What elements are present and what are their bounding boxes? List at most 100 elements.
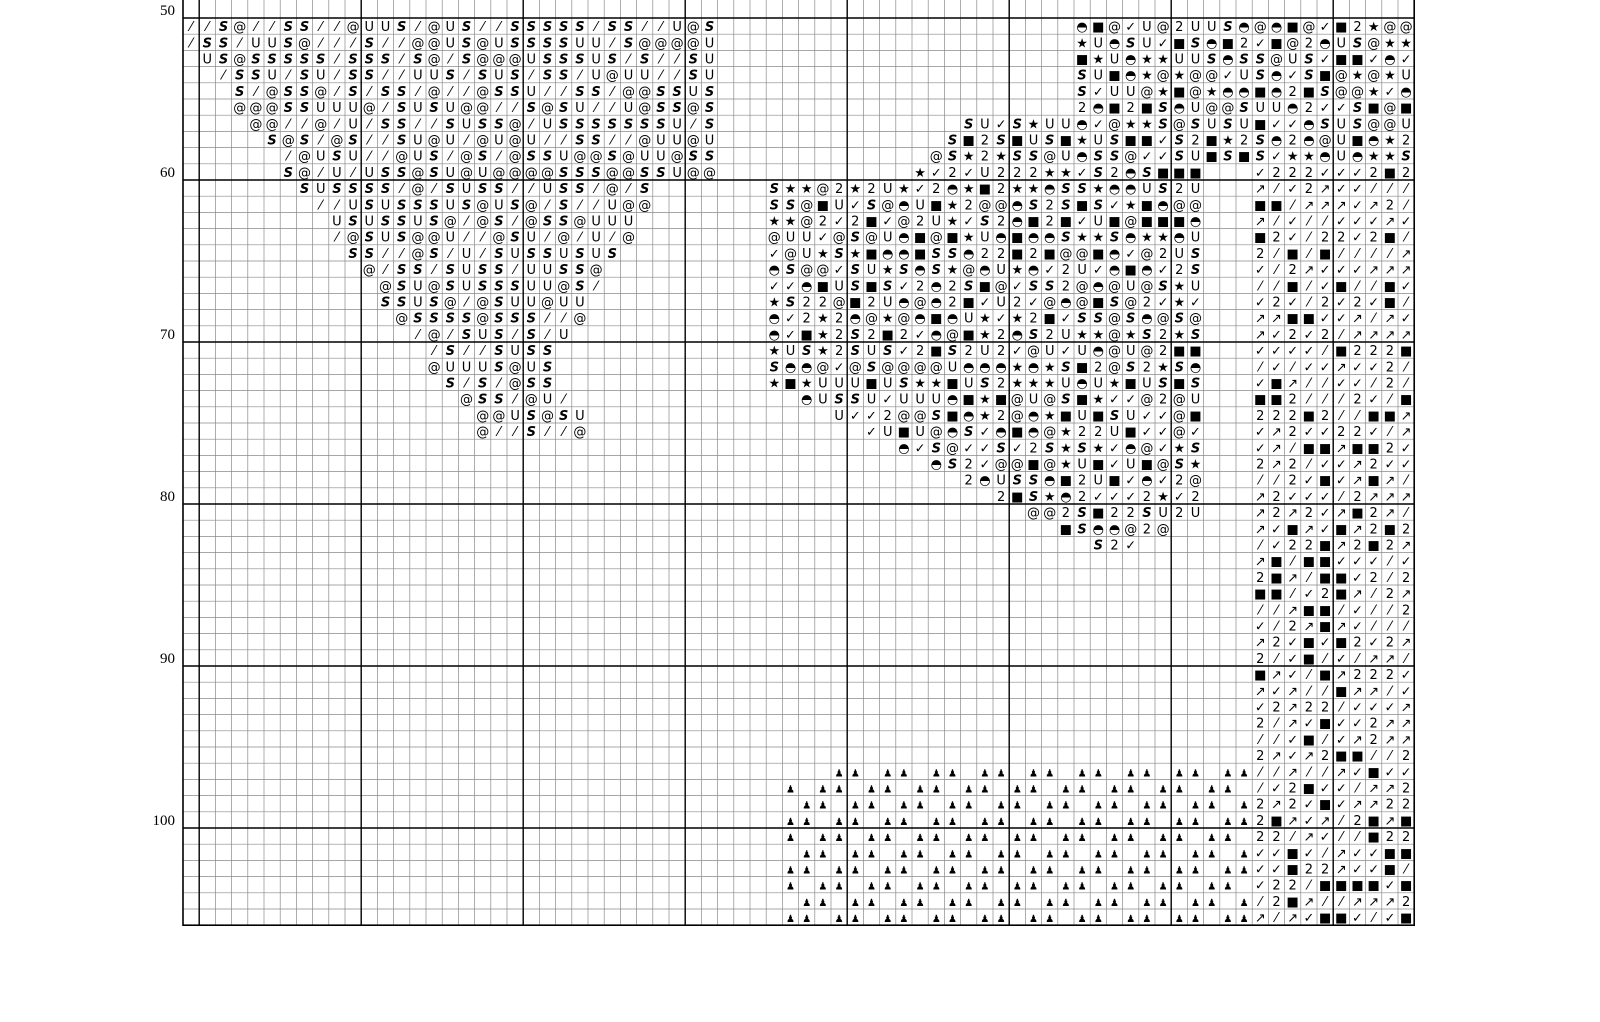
stitch-symbol: S	[527, 247, 536, 262]
stitch-symbol: ◓	[1222, 85, 1233, 100]
stitch-symbol: @	[816, 263, 829, 278]
stitch-symbol: U	[1094, 215, 1104, 230]
stitch-symbol: ↗	[1401, 587, 1412, 602]
stitch-symbol: ★	[1092, 441, 1104, 456]
stitch-symbol: U	[867, 263, 877, 278]
stitch-symbol: ✓	[1158, 263, 1169, 278]
stitch-symbol: S	[834, 393, 843, 408]
stitch-symbol: ⁄	[495, 20, 503, 35]
stitch-symbol: @	[411, 231, 424, 246]
stitch-symbol: ⁄	[1370, 247, 1378, 262]
stitch-symbol: S	[267, 53, 276, 68]
stitch-symbol: ↗	[1336, 846, 1347, 861]
stitch-symbol: ✓	[1320, 312, 1331, 327]
stitch-symbol: 2	[1386, 798, 1394, 813]
stitch-symbol: ⁄	[333, 231, 341, 246]
stitch-symbol: 2	[1353, 344, 1361, 359]
stitch-symbol: ⁄	[381, 247, 389, 262]
stitch-symbol: U	[915, 425, 925, 440]
stitch-symbol: ♟	[1013, 882, 1022, 893]
stitch-symbol: 2	[1289, 458, 1297, 473]
stitch-symbol: @	[881, 198, 894, 213]
stitch-symbol: U	[591, 36, 601, 51]
stitch-symbol: ◓	[931, 458, 942, 473]
stitch-symbol: S	[300, 69, 309, 84]
stitch-symbol: ♟	[835, 914, 844, 925]
stitch-symbol: U	[1126, 458, 1136, 473]
stitch-symbol: ↗	[1384, 814, 1395, 829]
stitch-symbol: ◓	[947, 182, 958, 197]
stitch-symbol: ◓	[1109, 182, 1120, 197]
stitch-symbol: ■	[1319, 571, 1331, 586]
stitch-symbol: 2	[1159, 247, 1167, 262]
stitch-symbol: S	[365, 182, 374, 197]
stitch-symbol: ■	[930, 198, 942, 213]
stitch-symbol: 2	[1289, 85, 1297, 100]
stitch-symbol: @	[1108, 117, 1121, 132]
stitch-symbol: @	[687, 134, 700, 149]
stitch-symbol: ■	[1335, 684, 1347, 699]
stitch-symbol: @	[411, 182, 424, 197]
stitch-symbol: ♟	[835, 785, 844, 796]
stitch-symbol: ★	[979, 328, 991, 343]
stitch-symbol: U	[381, 20, 391, 35]
stitch-symbol: @	[509, 166, 522, 181]
stitch-symbol: ♟	[1078, 785, 1087, 796]
stitch-symbol: S	[219, 53, 228, 68]
stitch-symbol: ↗	[1255, 506, 1266, 521]
stitch-symbol: ⁄	[462, 231, 470, 246]
stitch-symbol: ■	[1108, 69, 1120, 84]
stitch-symbol: ⁄	[1289, 555, 1297, 570]
stitch-symbol: ♟	[1029, 833, 1038, 844]
stitch-symbol: S	[1126, 36, 1135, 51]
stitch-symbol: S	[1175, 150, 1184, 165]
stitch-symbol: ✓	[1352, 231, 1363, 246]
stitch-symbol: ♟	[932, 785, 941, 796]
stitch-symbol: ✓	[1255, 166, 1266, 181]
stitch-symbol: ✓	[1287, 490, 1298, 505]
stitch-symbol: ♟	[883, 914, 892, 925]
stitch-symbol: ★	[1141, 53, 1153, 68]
stitch-symbol: ♟	[932, 882, 941, 893]
stitch-symbol: @	[1205, 69, 1218, 84]
stitch-symbol: ⁄	[511, 393, 519, 408]
stitch-symbol: @	[573, 150, 586, 165]
stitch-symbol: 2	[1029, 247, 1037, 262]
stitch-symbol: ★	[1157, 53, 1169, 68]
stitch-symbol: 2	[1353, 668, 1361, 683]
stitch-symbol: ♟	[1078, 817, 1087, 828]
stitch-symbol: ✓	[1141, 425, 1152, 440]
stitch-symbol: ⁄	[317, 166, 325, 181]
stitch-symbol: ⁄	[1272, 765, 1280, 780]
stitch-symbol: ✓	[979, 296, 990, 311]
stitch-symbol: ✓	[1012, 441, 1023, 456]
stitch-symbol: ★	[1368, 20, 1380, 35]
stitch-symbol: ↗	[1303, 620, 1314, 635]
stitch-symbol: 2	[997, 215, 1005, 230]
stitch-symbol: S	[348, 53, 357, 68]
stitch-symbol: U	[1142, 182, 1152, 197]
stitch-symbol: 2	[997, 377, 1005, 392]
stitch-symbol: 2	[1159, 328, 1167, 343]
stitch-symbol: ★	[1352, 69, 1364, 84]
stitch-symbol: S	[770, 198, 779, 213]
stitch-symbol: ⁄	[1256, 782, 1264, 797]
stitch-symbol: @	[687, 101, 700, 116]
stitch-symbol: S	[446, 377, 455, 392]
stitch-symbol: S	[300, 20, 309, 35]
stitch-symbol: ★	[1190, 458, 1202, 473]
stitch-symbol: ■	[1173, 215, 1185, 230]
stitch-symbol: ■	[1400, 879, 1412, 894]
stitch-symbol: U	[494, 69, 504, 84]
stitch-symbol: ⁄	[1272, 911, 1280, 926]
stitch-symbol: S	[1353, 101, 1362, 116]
stitch-symbol: ✓	[1368, 701, 1379, 716]
stitch-symbol: 2	[1353, 425, 1361, 440]
stitch-symbol: S	[705, 85, 714, 100]
stitch-symbol: ⁄	[381, 150, 389, 165]
stitch-symbol: S	[689, 150, 698, 165]
stitch-symbol: ✓	[996, 117, 1007, 132]
stitch-symbol: 2	[1353, 539, 1361, 554]
stitch-symbol: @	[1367, 69, 1380, 84]
stitch-symbol: ■	[1011, 490, 1023, 505]
